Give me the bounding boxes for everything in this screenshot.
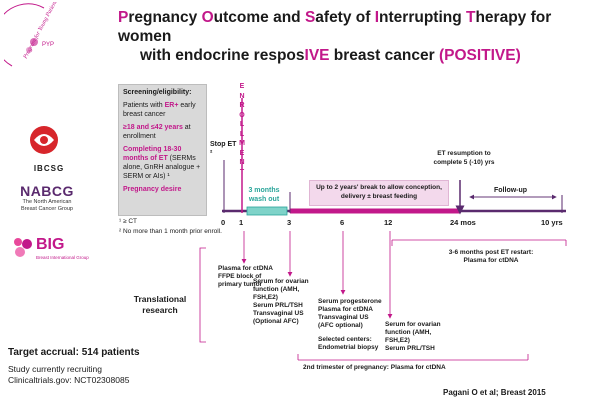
title-part-2: O xyxy=(201,9,214,26)
nabcg-logo-subtitle: The North American Breast Cancer Group xyxy=(21,199,73,212)
title-line-2: with endocrine resposIVE breast cancer (… xyxy=(140,47,521,64)
big-logo-title: BIG xyxy=(36,236,65,253)
title-part-6: I xyxy=(374,9,380,26)
title-part-3: utcome and xyxy=(213,9,305,26)
et-resumption-label: ET resumption to complete 5 (-10) yrs xyxy=(433,150,495,166)
tick-label-24: 24 mos xyxy=(450,218,476,227)
eligibility-panel: Screening/eligibility: Patients with ER+… xyxy=(118,84,207,216)
enrollment-letter-1: N xyxy=(239,92,245,100)
title-part-4: S xyxy=(304,9,316,26)
title-part-0: P xyxy=(118,9,129,26)
title-line-1: Pregnancy Outcome and Safety of Interrup… xyxy=(118,9,551,45)
washout-label: 3 months wash out xyxy=(248,187,280,203)
tick-label-6: 6 xyxy=(340,218,345,227)
follow-up-label: Follow-up xyxy=(494,187,528,194)
stop-et-label: Stop ET ² xyxy=(210,141,237,157)
enrollment-letter-0: E xyxy=(239,83,245,90)
title-part-9: herapy for women xyxy=(118,9,552,45)
eligibility-item-age: ≥18 and ≤42 years at enrollment xyxy=(123,124,191,140)
washout-bar xyxy=(246,206,288,216)
translational-bracket xyxy=(199,247,206,343)
tick-label-10yrs: 10 yrs xyxy=(541,218,563,227)
tick-label-12: 12 xyxy=(384,218,393,227)
big-logo-subtitle: Breast International Group xyxy=(36,255,89,260)
trimester-label: 2nd trimester of pregnancy: Plasma for c… xyxy=(303,364,446,371)
nabcg-logo: NABCG The North American Breast Cancer G… xyxy=(14,183,80,217)
translational-box-baseline: Plasma for ctDNA FFPE block of primary t… xyxy=(218,265,273,288)
footnote-1: ¹ ≥ CT xyxy=(119,218,138,225)
recruiting-status: Study currently recruiting Clinicaltrial… xyxy=(8,364,130,385)
tick-label-3: 3 xyxy=(287,218,292,227)
translational-box-month-3: Serum for ovarian function (AMH, FSH,E2)… xyxy=(253,278,309,325)
pfp-logo-abbr: PYP xyxy=(42,42,54,48)
big-logo-icon xyxy=(14,238,32,257)
tick-label-0: 0 xyxy=(221,218,226,227)
title-part-1: regnancy xyxy=(128,9,202,26)
title-part-5: afety of xyxy=(315,9,375,26)
title-part-7: nterrupting xyxy=(379,9,466,26)
nabcg-logo-title: NABCG xyxy=(20,183,74,199)
eligibility-item-pregnancy: Pregnancy desire xyxy=(123,186,182,193)
program-young-patients-logo: Program for Young Patients PYP xyxy=(4,2,60,67)
eligibility-item-er: Patients with ER+ early breast cancer xyxy=(123,102,196,118)
footnote-2: ² No more than 1 month prior enroll. xyxy=(119,228,222,235)
slide-title: Pregnancy Outcome and Safety of Interrup… xyxy=(118,8,583,65)
eligibility-item-et: Completing 18-30 months of ET (SERMs alo… xyxy=(123,146,201,180)
title-part-8: T xyxy=(466,9,476,26)
translational-research-label: Translational research xyxy=(133,294,187,315)
target-accrual: Target accrual: 514 patients xyxy=(8,347,140,358)
ibcsg-logo-text: IBCSG xyxy=(33,164,65,173)
big-logo: BIG Breast International Group xyxy=(12,232,89,272)
break-period-box: Up to 2 years' break to allow conception… xyxy=(309,180,449,206)
translational-box-month-12: Serum for ovarian function (AMH, FSH,E2)… xyxy=(385,321,441,352)
translational-box-post-et: 3-6 months post ET restart: Plasma for c… xyxy=(448,249,534,264)
break-period-text: Up to 2 years' break to allow conception… xyxy=(316,184,442,200)
citation: Pagani O et al; Breast 2015 xyxy=(443,388,546,397)
ibcsg-logo-icon xyxy=(30,126,58,154)
eligibility-heading: Screening/eligibility: xyxy=(123,89,192,96)
translational-box-month-6: Serum progesterone Plasma for ctDNA Tran… xyxy=(318,298,382,351)
tick-label-1: 1 xyxy=(239,218,244,227)
